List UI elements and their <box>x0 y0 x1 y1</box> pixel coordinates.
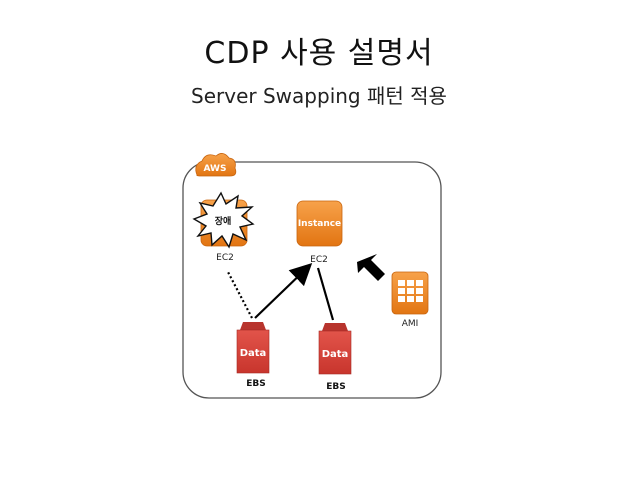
aws-cloud-badge: AWS <box>195 153 237 177</box>
failed-ec2-server: 장애 <box>192 191 255 249</box>
instance-caption: EC2 <box>310 255 328 265</box>
ebs-volume-1-caption: EBS <box>246 379 266 389</box>
ebs-volume-2-caption: EBS <box>326 382 346 392</box>
ami-caption: AMI <box>402 319 419 329</box>
slide-title: CDP 사용 설명서 <box>204 36 434 71</box>
ebs-volume-1-label: Data <box>240 348 267 359</box>
failure-badge-label: 장애 <box>215 215 232 227</box>
ami-grid-icon <box>398 280 423 302</box>
instance-label: Instance <box>298 219 341 229</box>
root-volume-line <box>316 267 335 321</box>
failed-server-caption: EC2 <box>216 253 234 263</box>
ami-launch-arrow <box>357 254 385 281</box>
failure-burst-icon <box>192 191 255 249</box>
ami-image <box>391 271 429 315</box>
ebs-volume-2-label: Data <box>322 349 349 360</box>
ec2-instance: Instance <box>296 200 343 247</box>
ebs-volume-2: Data <box>318 323 352 375</box>
slide-subtitle: Server Swapping 패턴 적용 <box>191 84 447 108</box>
ebs-volume-1: Data <box>236 322 270 374</box>
aws-badge-label: AWS <box>204 164 227 174</box>
reattach-volume-arrow <box>254 262 313 319</box>
